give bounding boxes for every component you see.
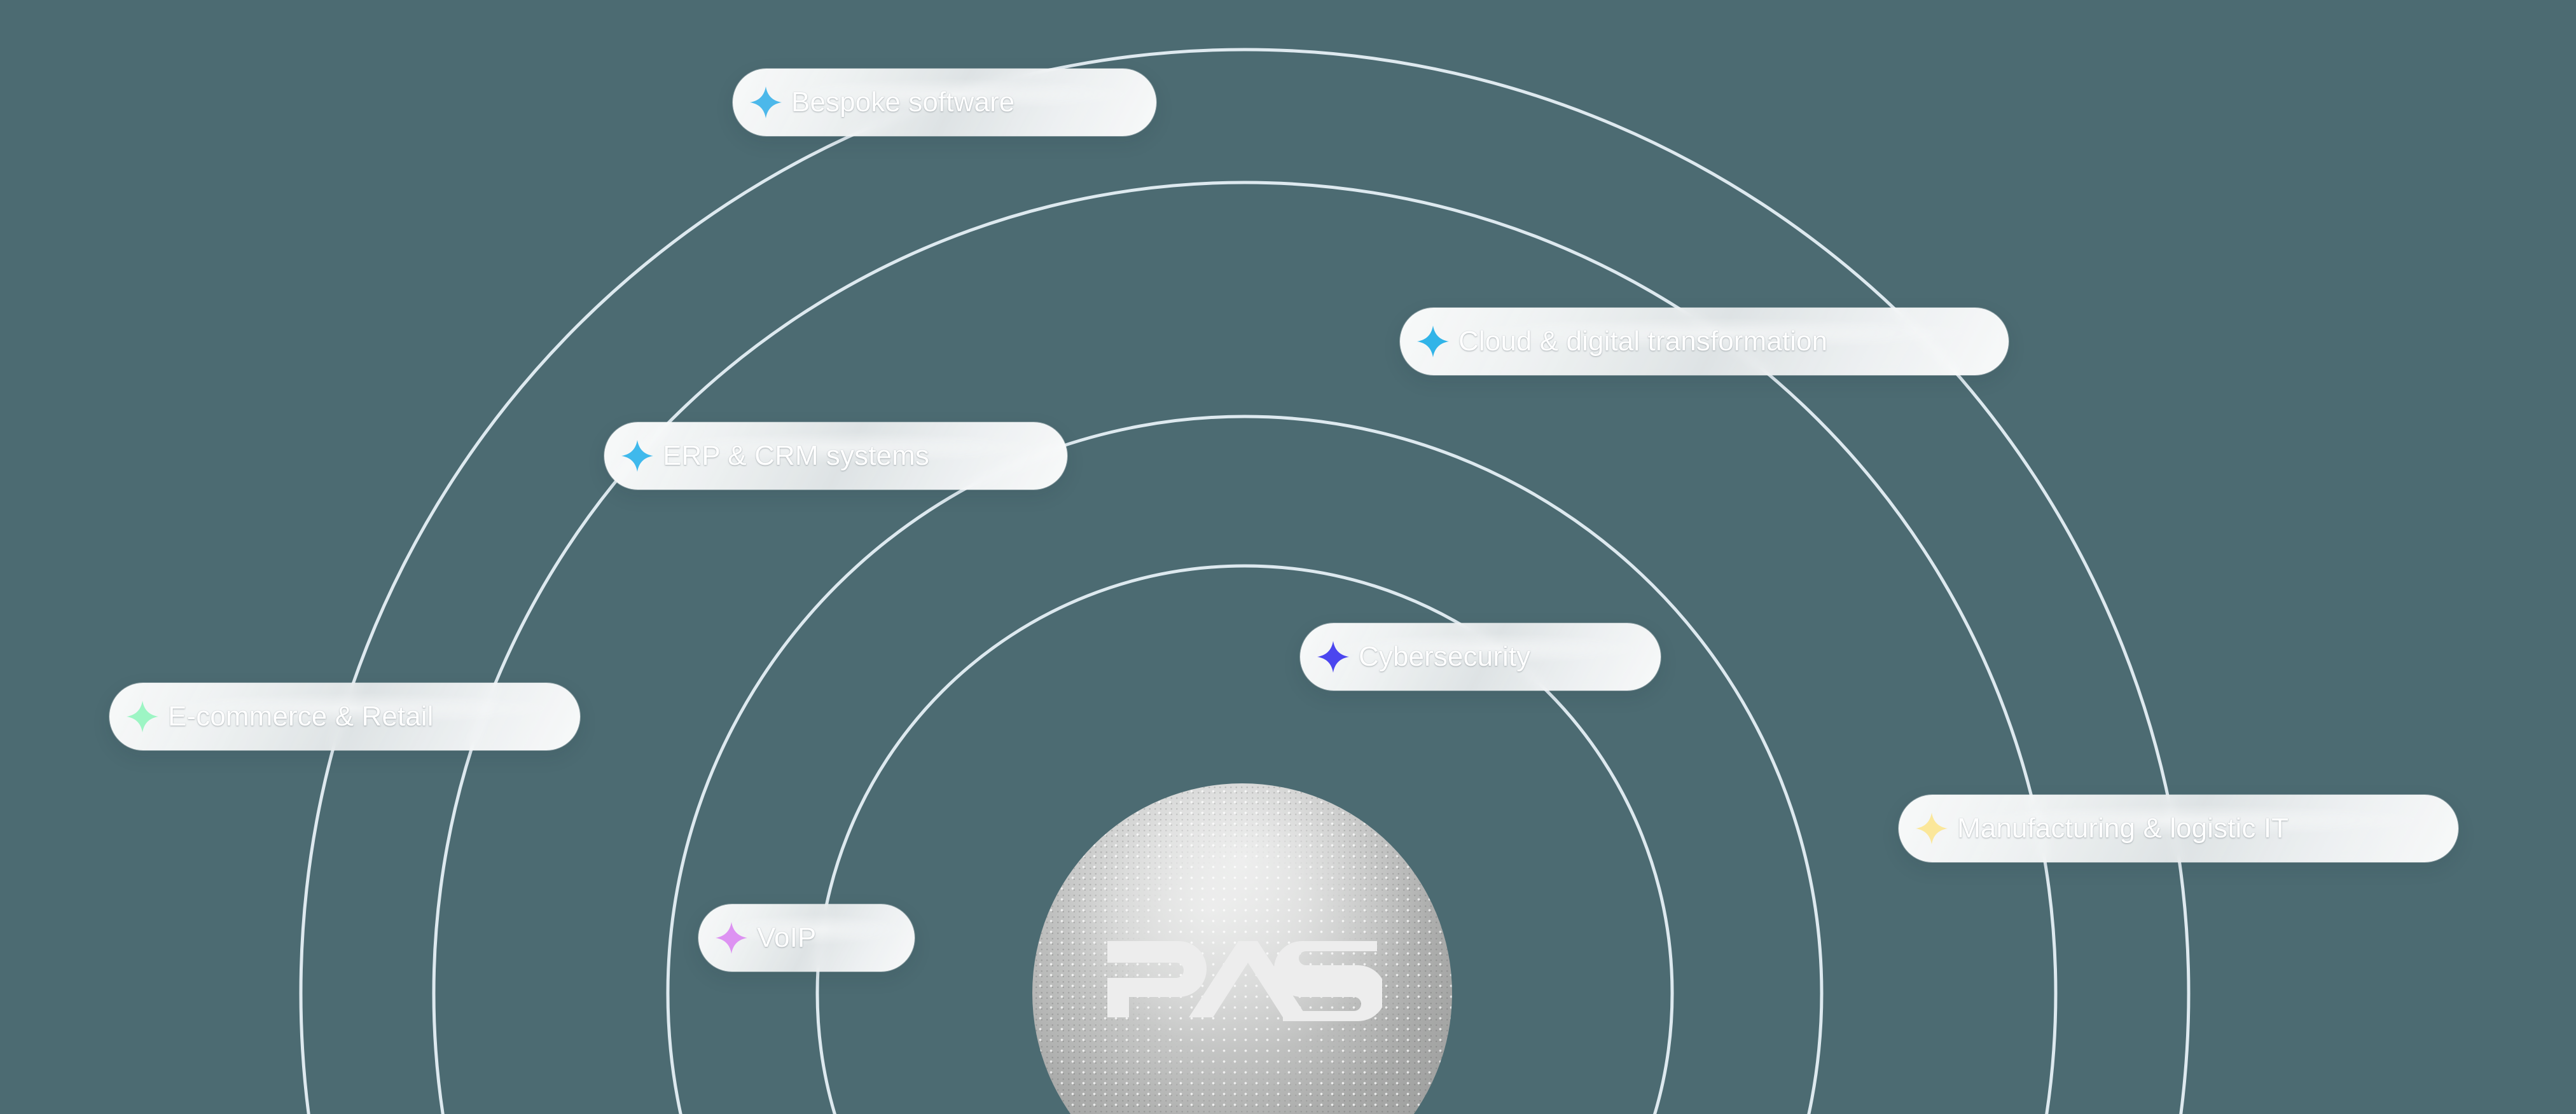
service-pill-bespoke-software[interactable]: Bespoke software (733, 69, 1156, 136)
sparkle-icon (716, 922, 747, 954)
service-pill-e-commerce-retail[interactable]: E-commerce & Retail (109, 683, 580, 750)
pas-sphere (1032, 783, 1452, 1114)
service-pill-cloud-digital-transformation[interactable]: Cloud & digital transformation (1400, 308, 2009, 375)
sparkle-icon (127, 701, 158, 732)
service-label: Manufacturing & logistic IT (1957, 813, 2289, 844)
sparkle-icon (1417, 326, 1449, 357)
service-pill-manufacturing-logistic-it[interactable]: Manufacturing & logistic IT (1899, 795, 2458, 862)
service-pill-cybersecurity[interactable]: Cybersecurity (1300, 623, 1661, 691)
service-pill-erp-crm-systems[interactable]: ERP & CRM systems (604, 422, 1067, 490)
pas-logo (1032, 937, 1452, 1021)
service-label: E-commerce & Retail (168, 701, 434, 732)
sparkle-icon (750, 86, 782, 118)
service-label: VoIP (757, 922, 817, 953)
sparkle-icon (1317, 641, 1349, 673)
service-label: ERP & CRM systems (663, 440, 929, 471)
service-label: Bespoke software (791, 86, 1015, 118)
sparkle-icon (621, 440, 653, 472)
service-label: Cloud & digital transformation (1458, 326, 1828, 357)
pas-logo-mark (1107, 941, 1382, 1021)
sparkle-icon (1916, 813, 1948, 844)
service-label: Cybersecurity (1359, 641, 1531, 672)
service-pill-voip[interactable]: VoIP (698, 904, 915, 972)
